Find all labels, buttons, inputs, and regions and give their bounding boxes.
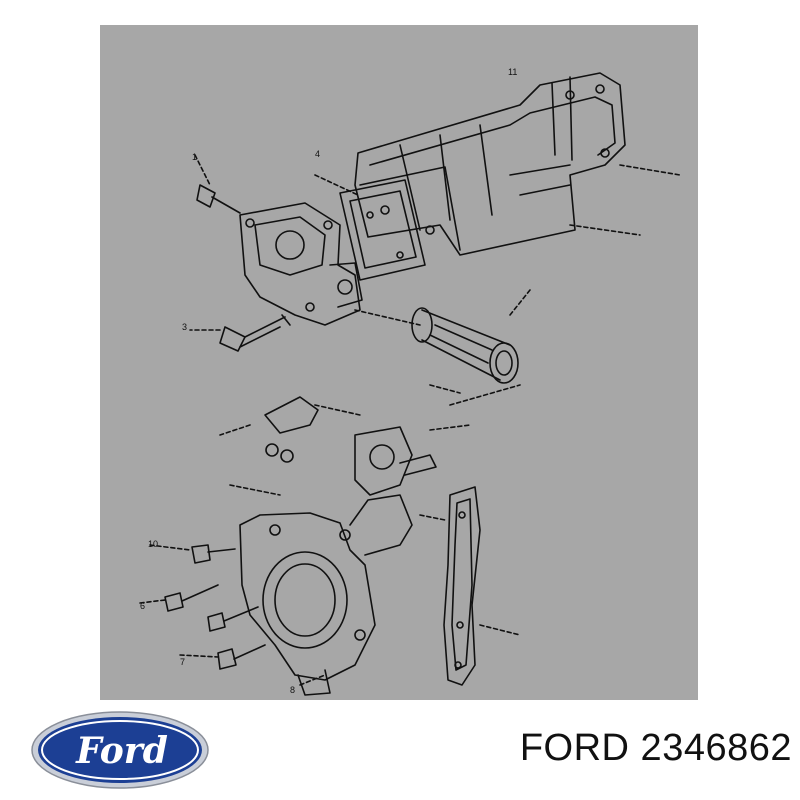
part-number-caption: FORD 2346862 bbox=[519, 727, 792, 769]
svg-text:7: 7 bbox=[180, 657, 185, 667]
water-pump bbox=[239, 494, 413, 696]
svg-text:Ford: Ford bbox=[75, 730, 168, 772]
ford-logo: Ford bbox=[31, 711, 209, 789]
svg-text:8: 8 bbox=[290, 685, 295, 695]
item-numbers: 1 4 3 11 10 6 7 8 bbox=[140, 67, 517, 695]
svg-text:11: 11 bbox=[508, 67, 517, 77]
svg-text:3: 3 bbox=[182, 322, 187, 332]
svg-text:1: 1 bbox=[192, 152, 197, 162]
exploded-view-drawing: 1 4 3 11 10 6 7 8 bbox=[139, 67, 681, 696]
bolts-upper bbox=[196, 184, 291, 352]
gasket bbox=[339, 179, 426, 281]
leader-lines-upper bbox=[189, 154, 681, 406]
manifold-housing bbox=[354, 72, 626, 256]
svg-text:6: 6 bbox=[140, 601, 145, 611]
parts-diagram: 1 4 3 11 10 6 7 8 bbox=[100, 25, 698, 700]
thermostat-housing bbox=[239, 202, 363, 326]
bolts-lower bbox=[164, 544, 266, 670]
front-cover bbox=[443, 486, 481, 686]
svg-text:4: 4 bbox=[315, 149, 320, 159]
svg-text:10: 10 bbox=[148, 539, 158, 549]
thermostat bbox=[411, 307, 519, 384]
leader-lines-lower bbox=[139, 404, 521, 686]
outlet-elbow bbox=[264, 396, 437, 496]
